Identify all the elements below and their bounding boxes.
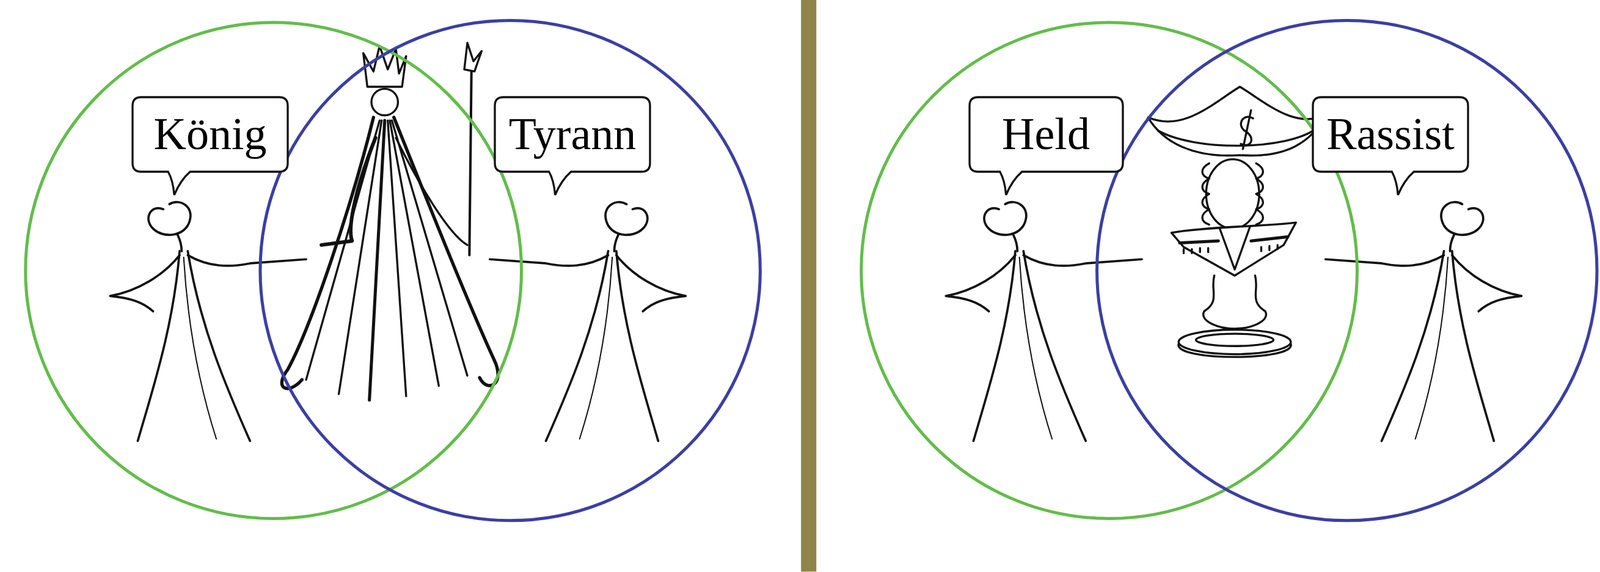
green-circle (861, 22, 1358, 519)
bubble-label: Held (1001, 109, 1090, 159)
venn-circles (25, 20, 1597, 520)
blue-circle (1097, 20, 1597, 520)
speech-bubble: Held (969, 97, 1123, 172)
green-circle (25, 22, 522, 519)
bubble-shape (1312, 97, 1469, 195)
speech-bubble: Tyrann (494, 97, 651, 172)
bubble-label: Tyrann (508, 109, 637, 159)
king-figure (281, 42, 498, 401)
bubble-shape (494, 97, 651, 195)
bubble-shape (132, 97, 288, 195)
bubble-label: König (153, 109, 267, 159)
stick-figure (109, 202, 307, 442)
speech-bubble: Rassist (1312, 97, 1469, 172)
bubble-label: Rassist (1326, 109, 1455, 159)
speech-bubble: König (132, 97, 288, 172)
blue-circle (260, 20, 760, 520)
bust-figure (1147, 86, 1327, 357)
bubble-shape (969, 97, 1123, 195)
divider-bar (800, 0, 817, 572)
stick-figure (945, 202, 1142, 442)
